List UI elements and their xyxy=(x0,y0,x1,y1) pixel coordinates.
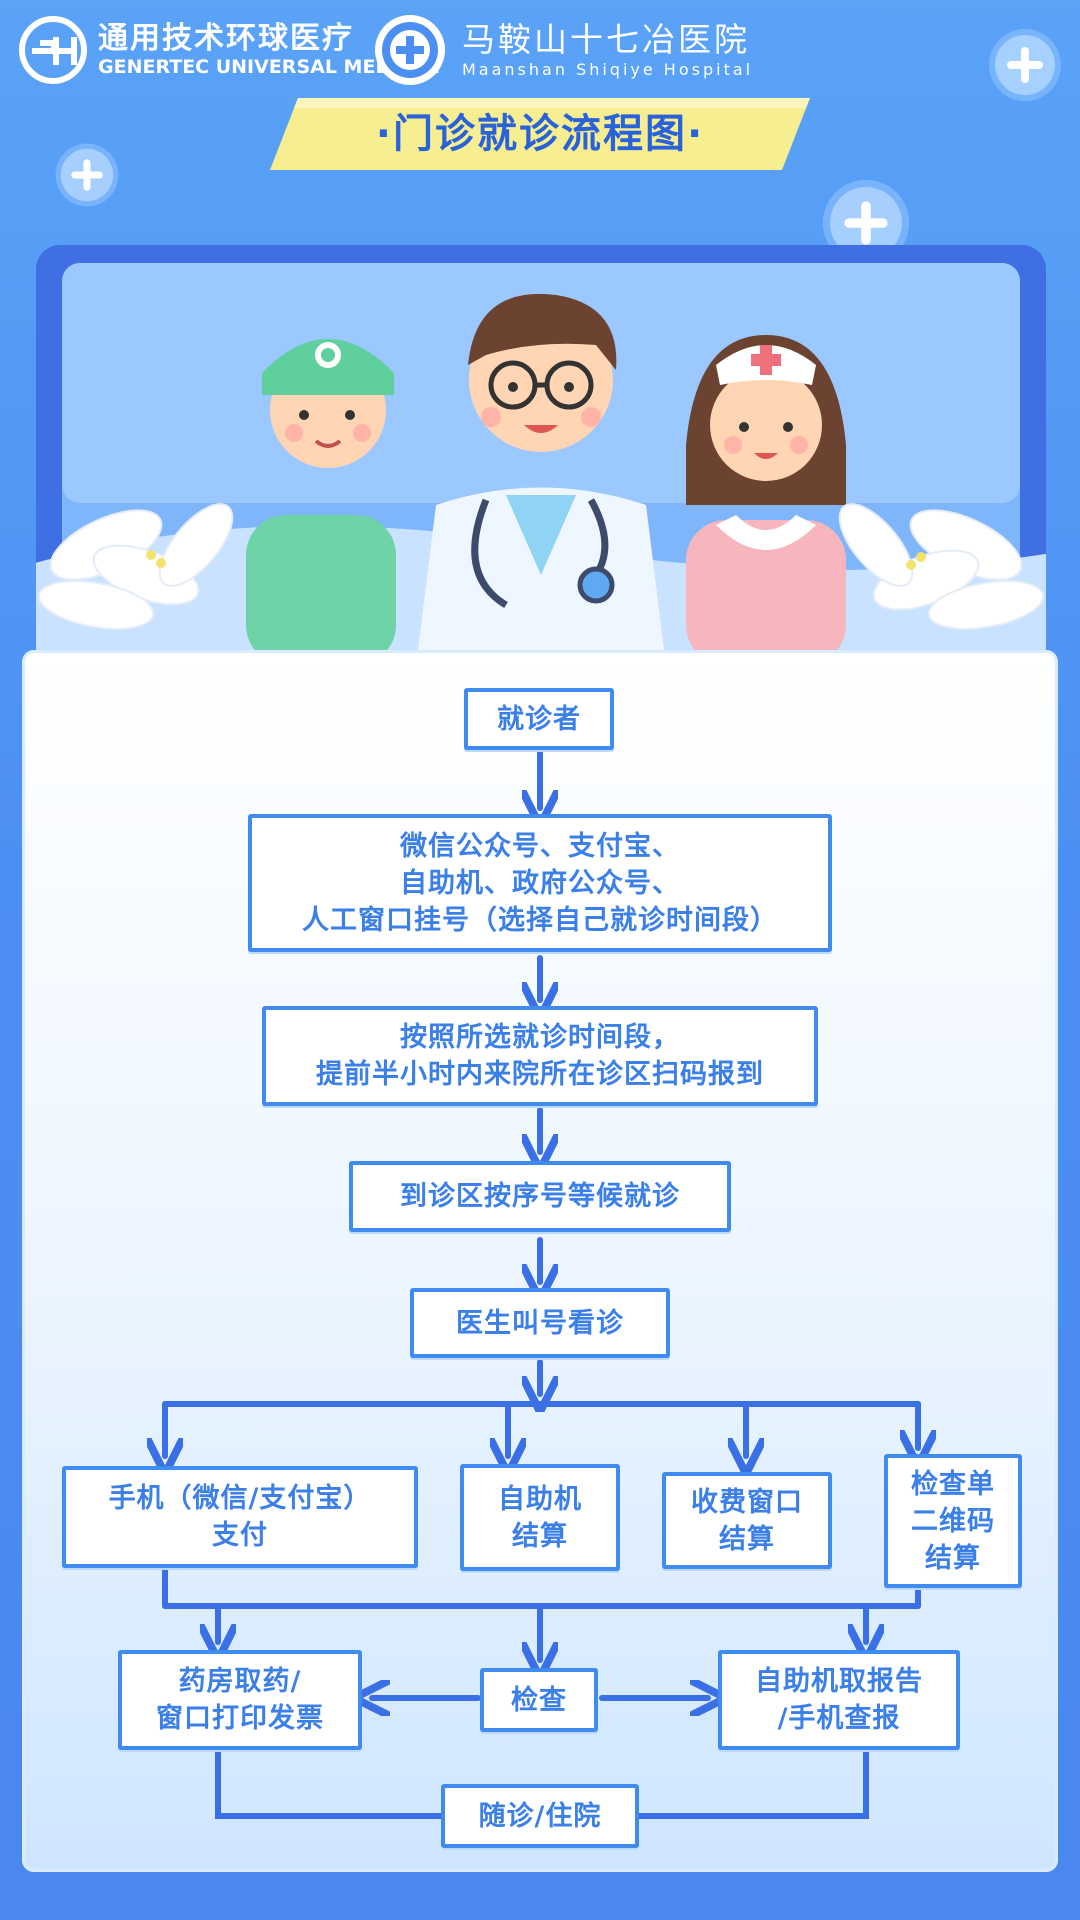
step-wait: 到诊区按序号等候就诊 xyxy=(349,1161,731,1232)
step-register: 微信公众号、支付宝、 自助机、政府公众号、 人工窗口挂号（选择自己就诊时间段） xyxy=(248,814,832,952)
step-pay-window: 收费窗口 结算 xyxy=(662,1472,832,1569)
step-patient: 就诊者 xyxy=(464,688,614,750)
brand-logo: 通用技术环球医疗 GENERTEC UNIVERSAL MEDICAL xyxy=(18,14,439,86)
step-pay-kiosk-label: 自助机 结算 xyxy=(498,1483,582,1552)
brand-name-cn: 通用技术环球医疗 xyxy=(98,21,354,56)
step-pay-phone: 手机（微信/支付宝） 支付 xyxy=(62,1466,418,1568)
step-pharmacy: 药房取药/ 窗口打印发票 xyxy=(118,1650,362,1750)
step-register-label: 微信公众号、支付宝、 自助机、政府公众号、 人工窗口挂号（选择自己就诊时间段） xyxy=(302,830,778,936)
step-followup: 随诊/住院 xyxy=(441,1784,639,1848)
plus-bubble-icon xyxy=(55,143,119,207)
hospital-logo: 马鞍山十七冶医院 Maanshan Shiqiye Hospital xyxy=(372,12,753,88)
step-pay-window-label: 收费窗口 结算 xyxy=(691,1486,803,1555)
page-title: ·门诊就诊流程图· xyxy=(375,111,705,157)
hospital-name-en: Maanshan Shiqiye Hospital xyxy=(462,60,754,79)
bottom-band xyxy=(0,1872,1080,1920)
step-pharmacy-label: 药房取药/ 窗口打印发票 xyxy=(156,1666,324,1734)
genertec-logo-icon xyxy=(19,16,87,84)
step-pay-phone-label: 手机（微信/支付宝） 支付 xyxy=(108,1483,372,1551)
plus-bubble-icon xyxy=(822,179,910,267)
step-pay-kiosk: 自助机 结算 xyxy=(460,1464,620,1571)
title-banner xyxy=(270,98,810,170)
brand-name-en: GENERTEC UNIVERSAL MEDICAL xyxy=(98,56,440,78)
step-report: 自助机取报告 /手机查报 xyxy=(718,1650,960,1750)
step-doctor-call: 医生叫号看诊 xyxy=(410,1288,670,1358)
hospital-name-cn: 马鞍山十七冶医院 xyxy=(462,20,750,59)
step-checkin-label: 按照所选就诊时间段， 提前半小时内来院所在诊区扫码报到 xyxy=(316,1022,764,1090)
medical-staff-illustration xyxy=(36,245,1046,665)
step-exam: 检查 xyxy=(480,1668,598,1732)
step-doctor-call-label: 医生叫号看诊 xyxy=(456,1307,624,1339)
step-pay-qr-label: 检查单 二维码 结算 xyxy=(911,1468,995,1574)
step-followup-label: 随诊/住院 xyxy=(478,1800,602,1832)
step-report-label: 自助机取报告 /手机查报 xyxy=(755,1666,923,1734)
hospital-emblem-icon xyxy=(375,15,445,85)
plus-bubble-icon xyxy=(989,29,1061,101)
step-wait-label: 到诊区按序号等候就诊 xyxy=(400,1181,680,1212)
step-patient-label: 就诊者 xyxy=(497,703,581,735)
step-exam-label: 检查 xyxy=(511,1684,567,1716)
step-checkin: 按照所选就诊时间段， 提前半小时内来院所在诊区扫码报到 xyxy=(262,1006,818,1106)
step-pay-qr: 检查单 二维码 结算 xyxy=(884,1454,1022,1588)
